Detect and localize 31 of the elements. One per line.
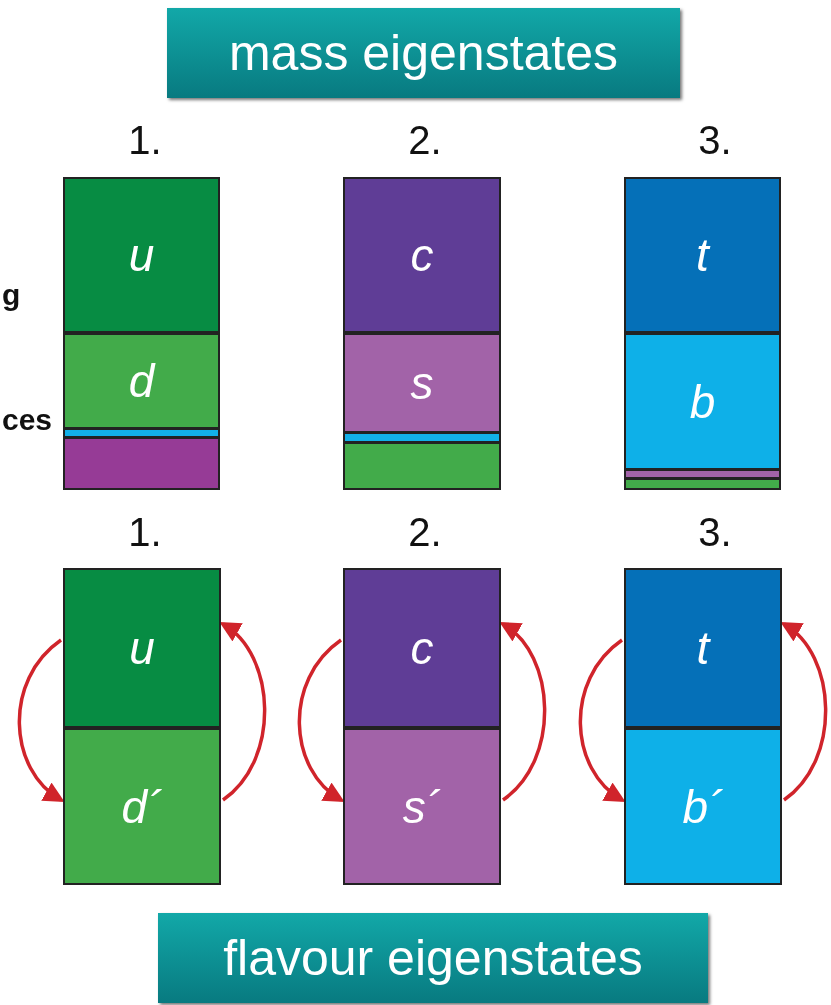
curved-arrow — [297, 638, 345, 803]
column-number: 1. — [128, 510, 162, 555]
text-fragment: ces — [2, 403, 53, 437]
colour-stripe — [63, 429, 220, 438]
quark-block: u — [63, 568, 221, 728]
quark-block: c — [343, 177, 501, 333]
column-number: 1. — [128, 118, 162, 163]
quark-block: d — [63, 333, 220, 429]
column-number: 3. — [698, 118, 732, 163]
quark-block: c — [343, 568, 501, 728]
quark-block: u — [63, 177, 220, 333]
colour-stripe — [624, 470, 781, 479]
column-number: 3. — [698, 510, 732, 555]
colour-stripe — [343, 433, 501, 443]
curved-arrow — [17, 638, 65, 803]
title-banner: flavour eigenstates — [158, 913, 708, 1003]
quark-block: t — [624, 568, 782, 728]
quark-block: b´ — [624, 728, 782, 885]
colour-stripe — [343, 443, 501, 490]
quark-block: s´ — [343, 728, 501, 885]
column-number: 2. — [408, 118, 442, 163]
quark-block: d´ — [63, 728, 221, 885]
column-number: 2. — [408, 510, 442, 555]
curved-arrow — [578, 638, 626, 803]
text-fragment: g — [2, 278, 21, 312]
title-banner: mass eigenstates — [167, 8, 680, 98]
colour-stripe — [624, 479, 781, 490]
quark-block: t — [624, 177, 781, 333]
quark-block: b — [624, 333, 781, 470]
quark-block: s — [343, 333, 501, 433]
colour-stripe — [63, 438, 220, 490]
